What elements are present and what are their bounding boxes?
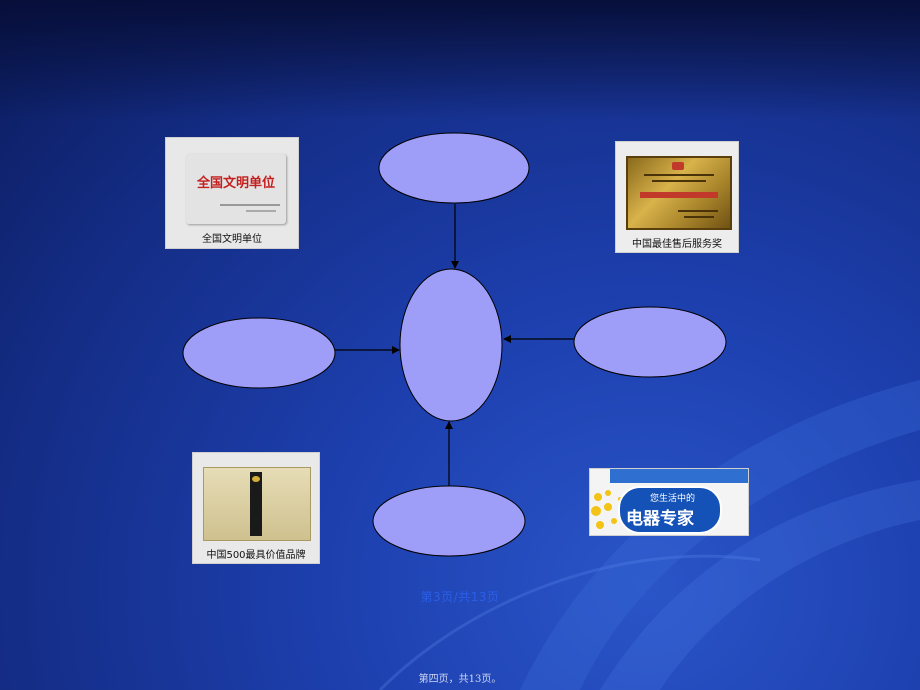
award-plaque-fineprint — [220, 204, 280, 206]
award-caption-civilized-unit: 全国文明单位 — [202, 234, 262, 245]
plaque-black-strip — [250, 472, 262, 536]
yellow-dots-icon — [591, 490, 622, 529]
slogan-line-2: 电器专家 — [626, 509, 694, 529]
ellipse-center[interactable] — [399, 268, 503, 422]
plaque-line — [644, 174, 714, 176]
award-photo-civilized-unit: 全国文明单位 全国文明单位 — [166, 138, 298, 248]
gold-plaque — [626, 156, 732, 230]
award-plaque-title: 全国文明单位 — [196, 176, 275, 191]
page-number: 第3页/共13页 — [420, 590, 500, 604]
plaque-line — [652, 180, 706, 182]
award-plaque-fineprint-2 — [246, 210, 276, 212]
top-gradient-band — [0, 0, 920, 120]
slogan-line-1: 您生活中的 — [650, 494, 696, 504]
award-photo-brand-value: 中国500最具价值品牌 — [193, 453, 319, 563]
ellipse-bottom[interactable] — [372, 485, 526, 557]
banner-top-bar — [610, 469, 748, 483]
page-footer: 第四页，共13页。 — [418, 674, 502, 685]
award-caption-brand-value: 中国500最具价值品牌 — [206, 550, 306, 561]
plaque-title-band — [640, 192, 718, 198]
ellipse-left[interactable] — [182, 317, 336, 389]
award-caption-after-sales: 中国最佳售后服务奖 — [632, 239, 722, 250]
award-plaque: 全国文明单位 — [186, 154, 286, 224]
slogan-badge: 您生活中的 电器专家 — [618, 486, 722, 534]
plaque-emblem-icon — [252, 476, 260, 482]
ellipse-top[interactable] — [378, 132, 530, 204]
slogan-banner: 您生活中的 电器专家 — [590, 469, 748, 535]
ellipse-right[interactable] — [573, 306, 727, 378]
brand-plaque — [203, 467, 311, 541]
plaque-line — [684, 216, 714, 218]
plaque-emblem-icon — [672, 162, 684, 170]
award-photo-after-sales: 中国最佳售后服务奖 — [616, 142, 738, 252]
plaque-line — [678, 210, 718, 212]
